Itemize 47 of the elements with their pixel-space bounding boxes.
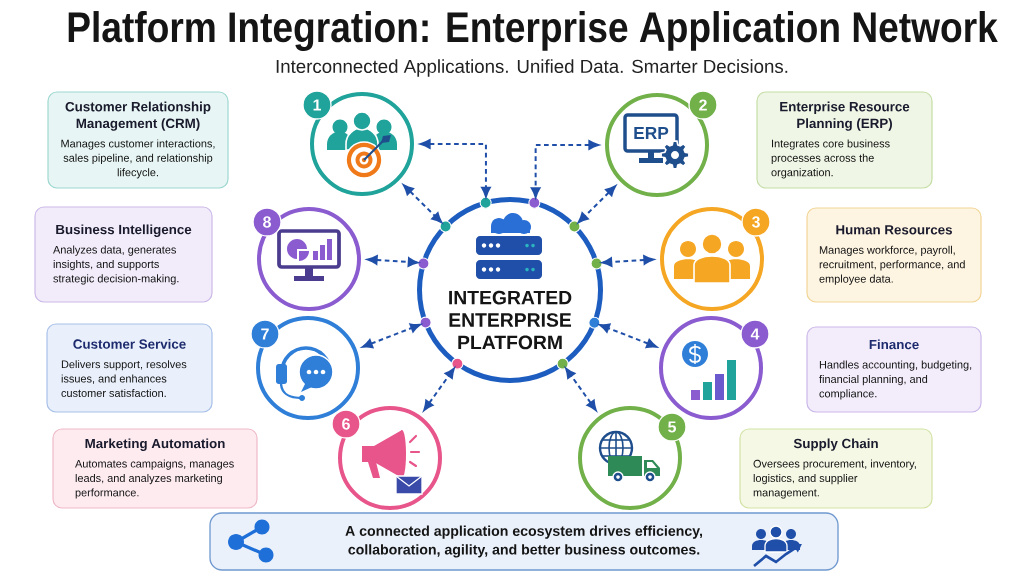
subtitle: Interconnected Applications. Unified Data. Smarter Decisions. (276, 59, 788, 77)
dashed-arrow (599, 323, 657, 349)
card-heading: Marketing Automation (85, 438, 225, 451)
dashed-arrow (367, 255, 419, 267)
card-heading: Customer Relationship Management (CRM) (65, 101, 211, 131)
description-card (806, 207, 982, 303)
screen-text: ERP (634, 127, 669, 139)
dashed-arrow (601, 255, 654, 267)
dashed-arrow (530, 140, 599, 198)
banner-text: A connected application ecosystem drives efficiency, collaboration, agility, and better business outcomes. (345, 525, 702, 558)
number-badge: 7 (250, 319, 280, 349)
card-description: Handles accounting, budgeting, financial planning, and compliance. (819, 360, 972, 400)
number-badge: 3 (741, 207, 771, 237)
number-badge: 1 (302, 90, 332, 120)
card-description: Manages workforce, payroll, recruitment, performance, and employee data. (819, 245, 965, 285)
card-heading: Customer Service (73, 339, 186, 349)
card-description: Oversees procurement, inventory, logistics, and supplier management. (753, 459, 916, 499)
card-heading: Supply Chain (793, 438, 878, 451)
number-badge: 4 (740, 319, 770, 349)
dashed-arrow (362, 323, 421, 349)
number-badge: 6 (331, 409, 361, 439)
description-card (756, 91, 933, 189)
description-card (806, 326, 982, 413)
number-badge: 5 (657, 412, 687, 442)
number-badge: 2 (688, 90, 718, 120)
number-badge: 8 (252, 207, 282, 237)
description-card (34, 206, 213, 303)
card-heading: Enterprise Resource Planning (ERP) (780, 101, 910, 131)
dashed-arrow (420, 139, 491, 198)
dashed-arrow (423, 367, 455, 411)
platform-label: INTEGRATED ENTERPRISE PLATFORM (449, 290, 572, 350)
card-heading: Human Resources (836, 225, 952, 235)
dashed-arrow (565, 367, 597, 411)
card-heading: Finance (869, 339, 919, 350)
card-description: Manages customer interactions, sales pipeline, and relationship lifecycle. (61, 139, 215, 179)
card-description: Automates campaigns, manages leads, and analyzes marketing performance. (75, 459, 234, 499)
dashed-arrow (403, 184, 443, 224)
card-description: Integrates core business processes across the organization. (771, 139, 890, 179)
description-card (739, 428, 933, 509)
description-card (47, 91, 229, 189)
description-card (52, 428, 258, 509)
description-card (46, 323, 213, 413)
card-description: Delivers support, resolves issues, and enhances customer satisfaction. (61, 360, 187, 397)
card-heading: Business Intelligence (56, 224, 192, 237)
dashed-arrow (577, 185, 616, 224)
title: Platform Integration: Enterprise Application Network (68, 11, 998, 51)
card-description: Analyzes data, generates insights, and supports strategic decision-making. (53, 245, 179, 285)
